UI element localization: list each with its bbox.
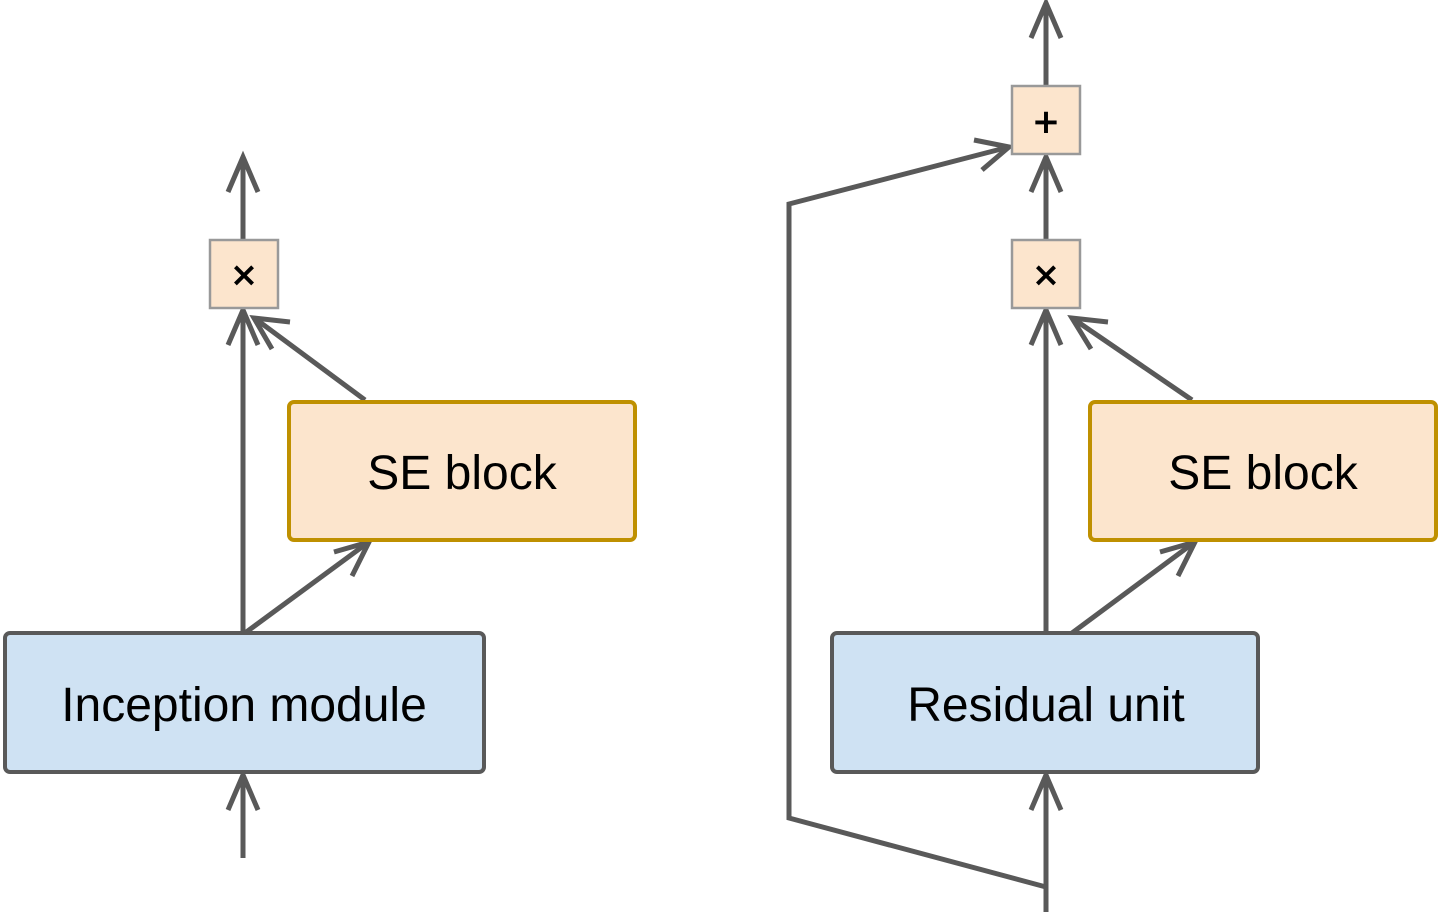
right-se-to-mult-arrowhead — [1067, 314, 1109, 351]
right-add-box — [1010, 84, 1082, 156]
right-mult-to-add-arrowhead — [1028, 150, 1064, 193]
right-to-se-arrowhead — [1159, 538, 1200, 578]
right-multiply-icon: × — [1032, 255, 1061, 295]
inception-module-box — [3, 631, 486, 774]
left-diagram: Inception module SE block × — [3, 150, 637, 858]
left-multiply-icon: × — [230, 255, 259, 295]
right-se-block-box — [1088, 400, 1438, 542]
right-to-se-arrow — [1070, 541, 1194, 636]
right-se-block-label: SE block — [1168, 447, 1358, 500]
left-multiply-box — [208, 238, 280, 310]
left-se-to-mult-arrow — [255, 317, 367, 403]
right-se-to-mult-arrow — [1073, 317, 1194, 403]
residual-unit-box — [830, 631, 1260, 774]
right-diagram: Residual unit SE block × + — [786, 0, 1438, 912]
inception-module-label: Inception module — [61, 679, 427, 732]
right-skip-arrowhead — [973, 137, 1015, 172]
left-output-arrowhead — [225, 150, 261, 193]
left-to-se-arrow — [243, 541, 368, 636]
right-multiply-box — [1010, 238, 1082, 310]
right-main-arrowhead — [1028, 303, 1064, 346]
left-se-to-mult-arrowhead — [249, 314, 291, 351]
right-input-arrowhead — [1028, 768, 1064, 811]
residual-unit-label: Residual unit — [907, 679, 1185, 732]
left-se-block-box — [287, 400, 637, 542]
left-to-se-arrowhead — [333, 538, 374, 578]
right-add-icon: + — [1032, 102, 1061, 142]
left-main-arrowhead — [225, 303, 261, 346]
left-se-block-label: SE block — [367, 447, 557, 500]
right-output-arrowhead — [1028, 0, 1064, 39]
left-input-arrowhead — [225, 768, 261, 811]
right-skip-connection — [786, 145, 1047, 890]
